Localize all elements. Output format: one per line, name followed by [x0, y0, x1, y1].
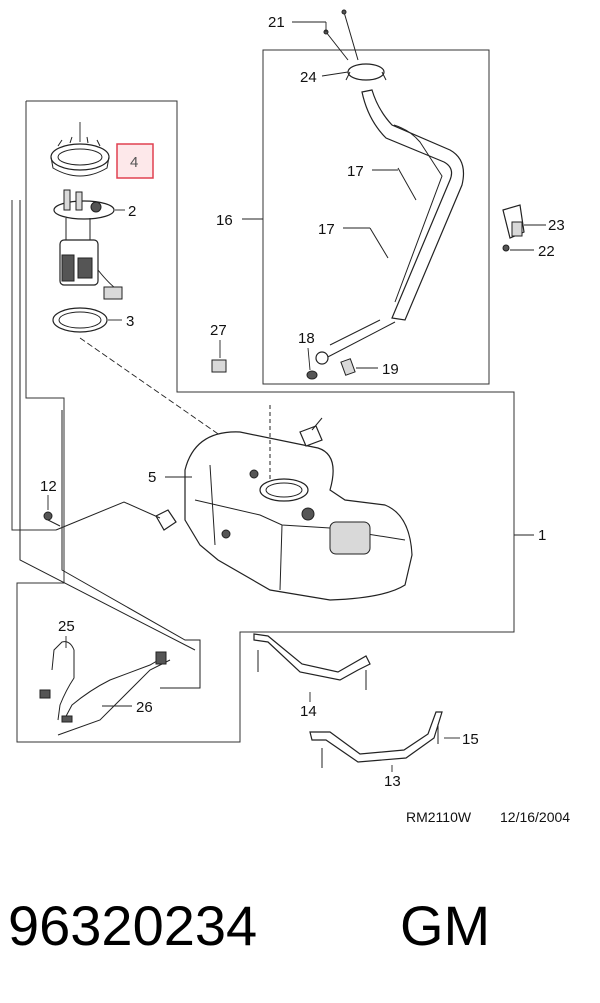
callout-26[interactable]: 26	[136, 699, 153, 716]
filler-neck-group-frame	[262, 49, 490, 385]
tank-strap-14[interactable]	[253, 633, 371, 690]
callout-12[interactable]: 12	[40, 478, 57, 495]
callout-18[interactable]: 18	[298, 330, 315, 347]
callout-2[interactable]: 2	[128, 203, 136, 220]
callout-24[interactable]: 24	[300, 69, 317, 86]
vent-lines	[19, 200, 201, 689]
fuel-pump-gasket[interactable]	[52, 307, 122, 333]
fuel-pump-module[interactable]	[53, 189, 125, 300]
callout-22[interactable]: 22	[538, 243, 555, 260]
clip-nut[interactable]	[211, 359, 227, 373]
callout-17-upper[interactable]: 17	[347, 163, 364, 180]
leader-lines	[47, 21, 546, 772]
group-frames	[11, 49, 515, 743]
fuel-tank[interactable]	[155, 405, 413, 601]
callout-16[interactable]: 16	[216, 212, 233, 229]
callout-19[interactable]: 19	[382, 361, 399, 378]
callout-labels: 21 24 4 17 2 16 23 17 22 3 27 18 19 5 12…	[40, 14, 565, 790]
part-number: 96320234	[8, 894, 257, 957]
vent-line-frame	[11, 200, 56, 531]
callout-15[interactable]: 15	[462, 731, 479, 748]
fuel-hose-assembly[interactable]	[39, 641, 171, 736]
callout-25[interactable]: 25	[58, 618, 75, 635]
fuel-tank-group-frame	[16, 100, 515, 743]
drawing-reference: RM2110W	[406, 809, 472, 825]
callout-21[interactable]: 21	[268, 14, 285, 31]
filler-neck-assembly[interactable]	[306, 63, 465, 380]
bolt-12[interactable]	[43, 511, 61, 527]
tank-strap-13[interactable]	[309, 711, 443, 768]
callout-27[interactable]: 27	[210, 322, 227, 339]
callout-14[interactable]: 14	[300, 703, 317, 720]
filler-neck-screws[interactable]	[323, 9, 359, 61]
callout-17-lower[interactable]: 17	[318, 221, 335, 238]
callout-13[interactable]: 13	[384, 773, 401, 790]
fuel-pump-lock-ring[interactable]	[50, 122, 110, 177]
highlight-box-part-4[interactable]	[116, 143, 154, 179]
brand-label: GM	[400, 894, 490, 957]
callout-3[interactable]: 3	[126, 313, 134, 330]
callout-4[interactable]: 4	[130, 154, 138, 171]
callout-1[interactable]: 1	[538, 527, 546, 544]
callout-5[interactable]: 5	[148, 469, 156, 486]
callout-23[interactable]: 23	[548, 217, 565, 234]
drawing-date: 12/16/2004	[500, 809, 570, 825]
filler-bracket[interactable]	[502, 204, 525, 252]
